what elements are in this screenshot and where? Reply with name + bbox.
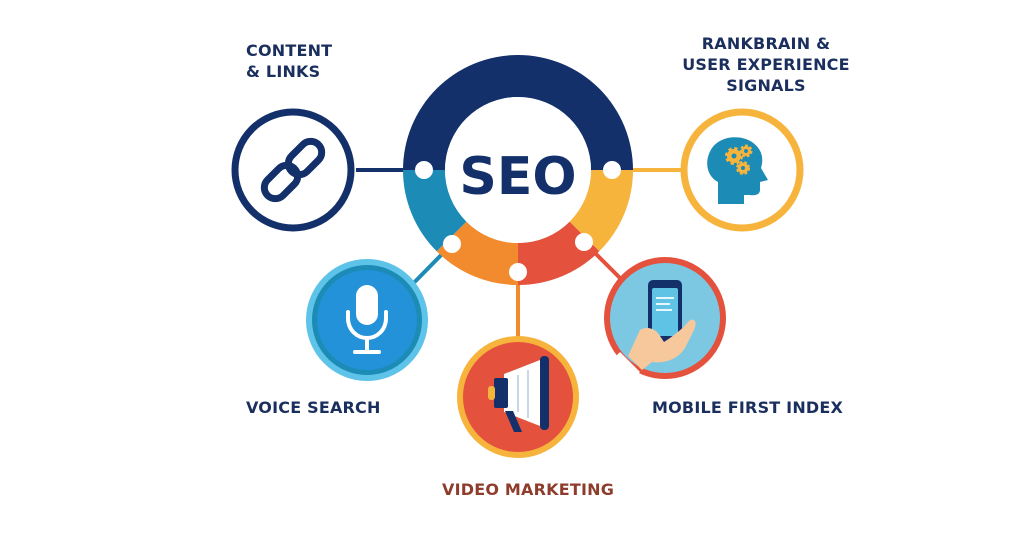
brain-gears-icon (707, 137, 768, 204)
label-mobile-first-index: MOBILE FIRST INDEX (652, 398, 844, 417)
ring-segment-teal (403, 170, 467, 252)
ring-dot-lower-left (443, 235, 461, 253)
node-content-links (231, 108, 355, 232)
link-icon (260, 137, 326, 203)
seo-center-circle (445, 97, 591, 243)
label-voice-search: VOICE SEARCH (246, 398, 381, 417)
ring-dot-left (415, 161, 433, 179)
label-content-line2: & LINKS (246, 62, 321, 81)
ring-segment-yellow (569, 170, 633, 252)
label-rankbrain-line1: RANKBRAIN & (701, 34, 831, 53)
seo-ring (403, 55, 633, 285)
label-video-marketing: VIDEO MARKETING (442, 480, 615, 499)
ring-segment-navy (403, 55, 633, 170)
smartphone-hand-icon (612, 280, 696, 380)
node-voice-search (306, 259, 428, 381)
node-rankbrain (680, 108, 804, 232)
microphone-icon (346, 285, 388, 354)
label-rankbrain: RANKBRAIN & USER EXPERIENCE SIGNALS (646, 33, 886, 96)
megaphone-icon (488, 356, 549, 432)
node-mobile-first (604, 257, 726, 380)
label-content-links: CONTENT & LINKS (246, 40, 332, 82)
node-video-marketing (457, 336, 579, 458)
seo-title: SEO (459, 147, 576, 207)
ring-dot-bottom (509, 263, 527, 281)
ring-dot-lower-right (575, 233, 593, 251)
label-rankbrain-line2: USER EXPERIENCE SIGNALS (682, 55, 850, 95)
ring-dot-right (603, 161, 621, 179)
label-content-line1: CONTENT (246, 41, 333, 60)
